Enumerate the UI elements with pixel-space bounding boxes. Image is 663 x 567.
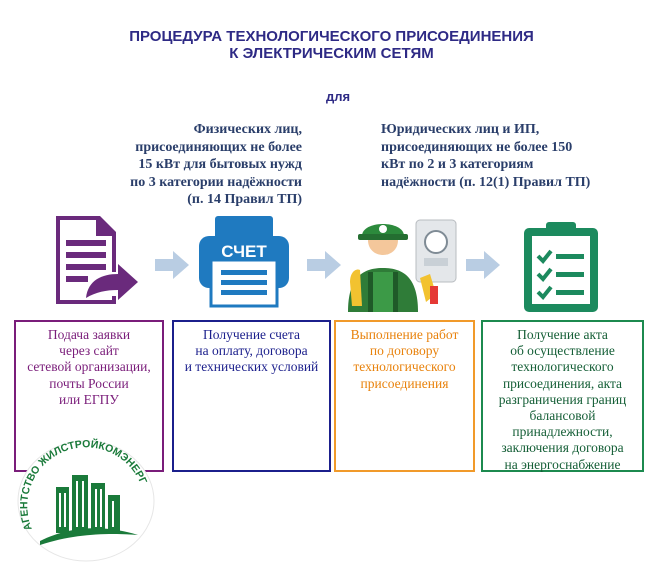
step-3-box: Выполнение работ по договору технологиче… <box>334 320 475 472</box>
step-text: заключения договора <box>501 440 624 456</box>
step-text: на оплату, договора <box>195 343 308 359</box>
step-text: технологического <box>353 359 456 375</box>
step-text: сетевой организации, <box>27 359 151 375</box>
step-text: разграничения границ <box>498 391 627 407</box>
category-legal-entities: Юридических лиц и ИП, присоединяющих не … <box>381 121 590 191</box>
step-arrow-3 <box>466 251 500 279</box>
step-text: по договору <box>369 343 440 359</box>
step-text: на энергоснабжение <box>504 456 621 472</box>
category-line: присоединяющих не более <box>135 139 302 155</box>
step-text: принадлежности, <box>512 424 613 440</box>
category-individuals: Физических лиц, присоединяющих не более … <box>130 121 302 209</box>
step-text: Получение счета <box>203 327 300 342</box>
step-text: Подача заявки <box>47 327 131 342</box>
step-text: Выполнение работ <box>350 327 459 342</box>
category-line: присоединяющих не более 150 <box>381 139 573 155</box>
step-text: присоединения <box>360 375 449 391</box>
step-arrow-1 <box>155 251 189 279</box>
step-text: или ЕГПУ <box>59 391 119 407</box>
step-text: и технических условий <box>184 359 319 375</box>
step-2-box: Получение счета на оплату, договора и те… <box>172 320 331 472</box>
step-text: технологического <box>511 359 614 375</box>
step-text: почты России <box>49 375 129 391</box>
step-1-box: Подача заявки через сайт сетевой организ… <box>14 320 164 472</box>
title-line-2: К ЭЛЕКТРИЧЕСКИМ СЕТЯМ <box>229 45 434 62</box>
category-line: 15 кВт для бытовых нужд <box>138 157 302 173</box>
category-line: Юридических лиц и ИП, <box>381 122 540 137</box>
invoice-label: СЧЕТ <box>221 242 267 261</box>
step-arrow-2 <box>307 251 341 279</box>
step-text: через сайт <box>59 343 119 359</box>
step-text: об осуществление <box>510 343 615 359</box>
step-text: балансовой <box>529 408 596 424</box>
category-line: (п. 14 Правил ТП) <box>187 192 302 208</box>
step-text: Получение акта <box>517 327 608 342</box>
step-4-box: Получение акта об осуществление технолог… <box>481 320 644 472</box>
printer-invoice-icon: СЧЕТ <box>199 216 289 308</box>
for-label: для <box>326 89 351 104</box>
checklist-clipboard-icon <box>524 222 598 312</box>
title-line-1: ПРОЦЕДУРА ТЕХНОЛОГИЧЕСКОГО ПРИСОЕДИНЕНИЯ <box>129 28 534 45</box>
category-line: Физических лиц, <box>193 122 302 137</box>
category-line: надёжности (п. 12(1) Правил ТП) <box>381 174 591 190</box>
step-text: присоединения, акта <box>502 375 623 391</box>
company-logo: АГЕНТСТВО ЖИЛСТРОЙКОМЭНЕРГО <box>16 437 155 562</box>
electrician-worker-icon <box>348 219 457 312</box>
page-title: ПРОЦЕДУРА ТЕХНОЛОГИЧЕСКОГО ПРИСОЕДИНЕНИЯ… <box>0 28 663 62</box>
document-arrow-icon <box>56 216 138 304</box>
category-line: кВт по 2 и 3 категориям <box>381 157 534 173</box>
category-line: по 3 категории надёжности <box>130 174 302 190</box>
